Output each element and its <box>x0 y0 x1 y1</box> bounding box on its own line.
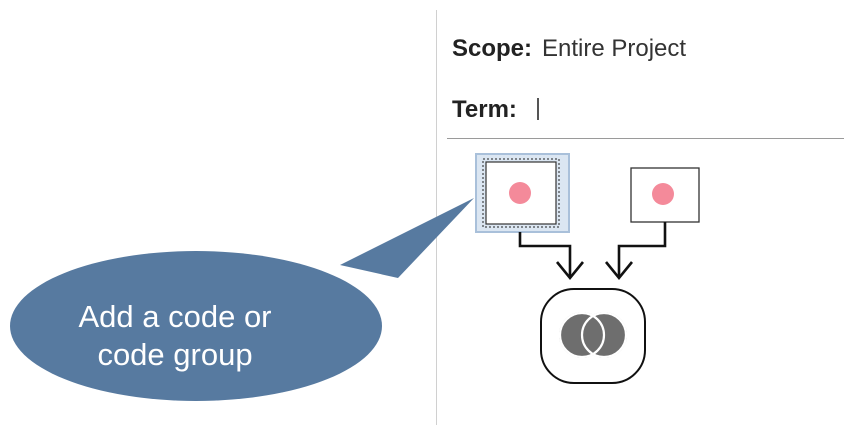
arrow-down-icon <box>604 222 667 281</box>
term-input-caret[interactable] <box>536 98 539 120</box>
term-row[interactable]: Term: <box>452 95 539 125</box>
callout-text: Add a code or code group <box>45 298 305 374</box>
term-label: Term: <box>452 96 517 123</box>
callout-bubble <box>10 198 474 401</box>
callout-line-1: Add a code or <box>78 299 272 334</box>
header-separator <box>447 138 844 139</box>
scope-label: Scope: <box>452 35 533 62</box>
code-node[interactable] <box>630 167 700 223</box>
arrow-down-icon <box>518 232 585 281</box>
intersection-operator[interactable] <box>540 288 646 384</box>
code-node-icon <box>652 183 674 205</box>
intersection-icon <box>558 311 628 359</box>
callout-line-2: code group <box>97 337 253 372</box>
code-node-icon <box>509 182 531 204</box>
scope-value[interactable]: Entire Project <box>542 35 687 62</box>
scope-row[interactable]: Scope: Entire Project <box>452 34 686 64</box>
code-node-selected[interactable] <box>475 153 570 233</box>
